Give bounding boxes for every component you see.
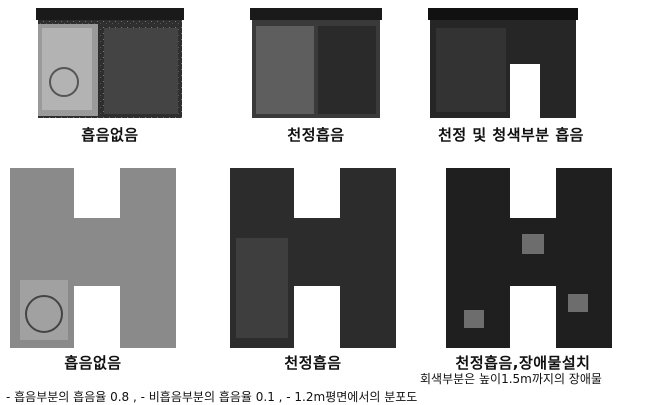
- caption-panel-6: 천정흡음,장애물설치: [455, 354, 591, 372]
- floor-plan-6: [446, 168, 612, 348]
- caption-panel-5: 천정흡음: [284, 354, 342, 372]
- floor-plan-2: [250, 8, 382, 120]
- footer-legend: - 흡음부분의 흡음율 0.8 , - 비흡음부분의 흡음율 0.1 , - 1…: [6, 390, 418, 404]
- caption-panel-3: 천정 및 청색부분 흡음: [438, 126, 584, 144]
- caption-panel-2: 천정흡음: [287, 126, 345, 144]
- floor-plan-5: [230, 168, 396, 348]
- floor-plan-4: [10, 168, 176, 348]
- floor-plan-1: [36, 8, 184, 120]
- caption-panel-1: 흡음없음: [81, 126, 139, 144]
- caption-panel-4: 흡음없음: [64, 354, 122, 372]
- obstacle-note: 회색부분은 높이1.5m까지의 장애물: [420, 372, 602, 386]
- floor-plan-3: [428, 8, 578, 120]
